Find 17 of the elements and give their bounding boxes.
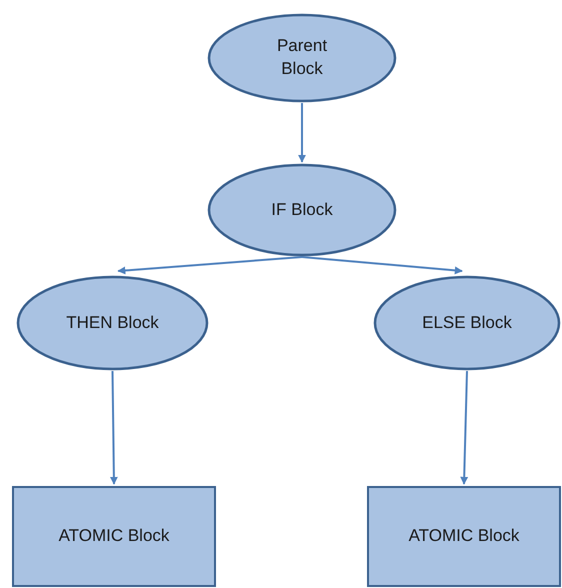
node-label: ATOMIC Block: [58, 525, 170, 548]
ellipse-node: [208, 14, 396, 102]
node-label: Parent Block: [276, 35, 328, 80]
node-label: ELSE Block: [422, 312, 512, 334]
process-box: [12, 486, 216, 587]
process-box: [367, 486, 561, 587]
ellipse-node: [374, 276, 560, 370]
arrow: [298, 103, 306, 163]
ellipse-node: [17, 276, 208, 370]
arrow: [110, 370, 118, 485]
arrow: [117, 256, 302, 274]
node-label: IF Block: [271, 198, 333, 221]
ellipse-node: [208, 164, 396, 256]
node-label: THEN Block: [66, 312, 159, 334]
arrow: [302, 256, 463, 274]
arrow: [460, 370, 468, 485]
node-label: ATOMIC Block: [408, 525, 520, 548]
